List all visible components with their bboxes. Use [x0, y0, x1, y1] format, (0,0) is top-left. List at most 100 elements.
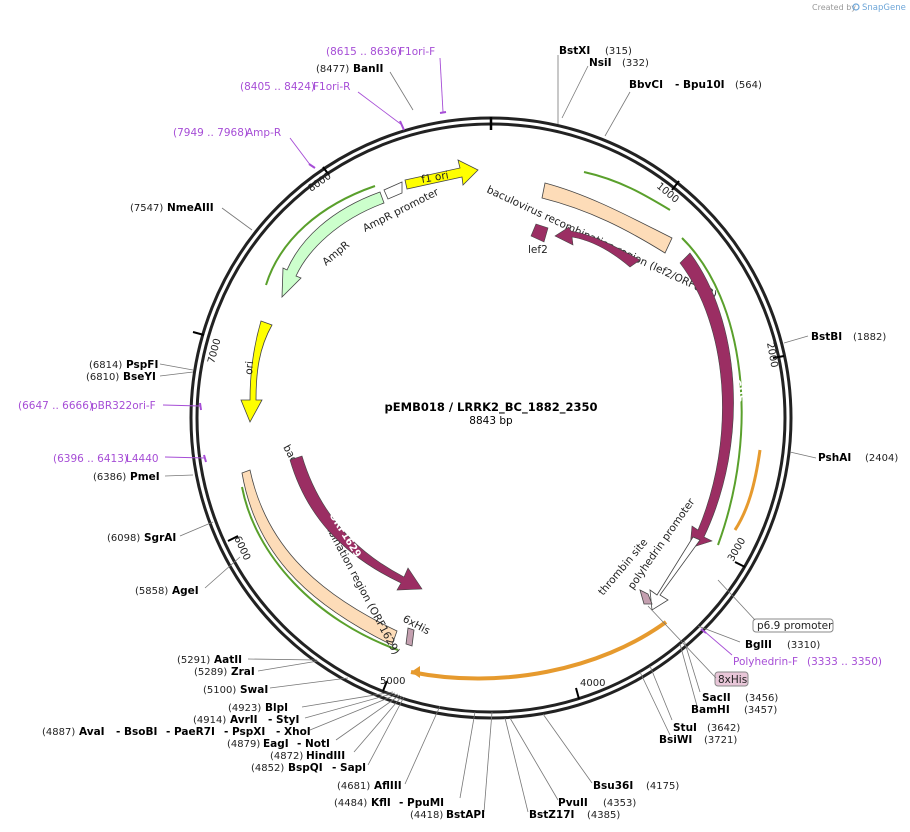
feature-ampr-promoter[interactable]	[383, 181, 403, 200]
enzyme-pos-avai: (4887)	[42, 727, 75, 738]
enzyme-pos-bglii: (3310)	[787, 640, 820, 651]
enzyme-bstz17i[interactable]: BstZ17I (4385)	[529, 809, 620, 821]
callout-8xhis-box	[714, 671, 749, 687]
enzyme-aatii[interactable]: (5291) AatII	[177, 654, 242, 666]
enzyme-agei[interactable]: (5858) AgeI	[135, 585, 199, 597]
feature-gus-line	[681, 237, 743, 546]
enzyme-avrii[interactable]: (4914) AvrII - StyI	[193, 714, 299, 726]
enzyme-nmeaiii[interactable]: (7547) NmeAIII	[130, 202, 214, 214]
enzyme-pos-nmeaiii: (7547)	[130, 203, 163, 214]
primer-range-l4440: (6396 .. 6413)	[53, 453, 128, 465]
callout-p6-9-promoter: p6.9 promoter	[757, 620, 833, 632]
enzyme-pos-sgrai: (6098)	[107, 533, 140, 544]
enzyme-bspqi[interactable]: (4852) BspQI - SapI	[251, 762, 366, 774]
enzyme-pshai[interactable]: PshAI (2404)	[818, 452, 898, 464]
enzyme-pmei[interactable]: (6386) PmeI	[93, 471, 160, 483]
enzyme-bstxi[interactable]: BstXI (315)	[559, 45, 632, 57]
enzyme-bglii[interactable]: BglII (3310)	[745, 639, 820, 651]
enzyme-sgrai[interactable]: (6098) SgrAI	[107, 532, 176, 544]
primer-polyhedrin-f[interactable]: Polyhedrin-F (3333 .. 3350)	[700, 628, 882, 668]
enzyme-name-bamhi: BamHI	[691, 704, 730, 716]
enzyme-name-kfli: KflI	[371, 797, 391, 809]
feature-bac-region-orf1629[interactable]	[241, 469, 398, 646]
primer-name-f1ori-r: F1ori-R	[313, 81, 350, 93]
enzyme-bsiwi[interactable]: BsiWI (3721)	[659, 734, 737, 746]
enzyme-swai[interactable]: (5100) SwaI	[203, 684, 268, 696]
primer-l4440[interactable]: (6396 .. 6413) L4440	[53, 453, 207, 465]
enzyme-name-bstxi: BstXI	[559, 45, 590, 57]
enzyme-name-bspqi: BspQI	[288, 762, 323, 774]
primer-range-pbr322ori-f: (6647 .. 6666)	[18, 400, 93, 412]
enzyme-zrai[interactable]: (5289) ZraI	[194, 666, 255, 678]
feature-gus[interactable]	[679, 252, 734, 549]
feature-orf603[interactable]	[554, 226, 641, 268]
enzyme-stui[interactable]: StuI (3642)	[673, 722, 740, 734]
enzyme-name-bstbi: BstBI	[811, 331, 842, 343]
primer-f1ori-f[interactable]: (8615 .. 8636) F1ori-F	[326, 46, 447, 114]
enzyme-bstapi[interactable]: (4418) BstAPI	[410, 809, 485, 821]
enzyme-pos-bstbi: (1882)	[853, 332, 886, 343]
enzyme-pos-bspqi: (4852)	[251, 763, 284, 774]
feature-label-6xhis: 6xHis	[401, 613, 432, 637]
feature-thrombin-site[interactable]	[639, 589, 653, 605]
feature-polyhedrin-promoter[interactable]	[649, 536, 701, 611]
feature-6xhis[interactable]	[405, 627, 415, 647]
enzyme-name-bsiwi: BsiWI	[659, 734, 692, 746]
tick-label-2000: 2000	[764, 342, 779, 369]
primer-name-f1ori-f: F1ori-F	[399, 46, 435, 58]
callout-p6-9-promoter-box	[752, 618, 834, 633]
feature-bac-region-lef2-line	[583, 171, 671, 211]
enzyme-avai[interactable]: (4887) AvaI - BsoBI - PaeR7I - PspXI - X…	[42, 726, 311, 738]
feature-orange-arc	[410, 620, 668, 681]
enzyme-bamhi[interactable]: BamHI (3457)	[691, 704, 777, 716]
feature-lef2[interactable]	[530, 223, 549, 243]
primer-f1ori-r[interactable]: (8405 .. 8424) F1ori-R	[240, 81, 405, 131]
primer-range-f1ori-r: (8405 .. 8424)	[240, 81, 315, 93]
enzyme-name-styi: - StyI	[268, 714, 299, 726]
enzyme-blpi[interactable]: (4923) BlpI	[228, 702, 288, 714]
tick-7000	[192, 331, 205, 336]
enzyme-bseyi[interactable]: (6810) BseYI	[86, 371, 156, 383]
enzyme-bstbi[interactable]: BstBI (1882)	[811, 331, 886, 343]
enzyme-eagi[interactable]: (4879) EagI - NotI	[227, 738, 330, 750]
primer-amp-r[interactable]: (7949 .. 7968) Amp-R	[173, 127, 316, 169]
enzyme-sacii[interactable]: SacII (3456)	[702, 692, 778, 704]
enzyme-bsu36i[interactable]: Bsu36I (4175)	[593, 780, 679, 792]
feature-f1-ori[interactable]	[404, 159, 479, 190]
enzyme-kfli[interactable]: (4484) KflI - PpuMI	[334, 797, 444, 809]
enzyme-pos-bsiwi: (3721)	[704, 735, 737, 746]
feature-label-ampr: AmpR	[320, 239, 352, 268]
feature-bac-region-lef2[interactable]	[541, 182, 673, 254]
tick-label-3000: 3000	[726, 536, 748, 564]
tick-label-6000: 6000	[231, 535, 252, 563]
enzyme-pos-swai: (5100)	[203, 685, 236, 696]
feature-ori[interactable]	[240, 320, 273, 423]
feature-orf1629[interactable]	[289, 455, 423, 591]
enzyme-banii[interactable]: (8477) BanII	[316, 63, 383, 75]
enzyme-name-avai: AvaI	[79, 726, 105, 738]
enzyme-pos-bbvci: (564)	[735, 80, 762, 91]
enzyme-pos-blpi: (4923)	[228, 703, 261, 714]
enzyme-pspfi[interactable]: (6814) PspFI	[89, 359, 158, 371]
enzyme-bbvci[interactable]: BbvCI - Bpu10I (564)	[629, 79, 762, 91]
tick-5000	[382, 680, 388, 692]
feature-label-f1-ori: f1 ori	[420, 169, 449, 186]
primer-pbr322ori-f[interactable]: (6647 .. 6666) pBR322ori-F	[18, 400, 202, 412]
tick-2000	[772, 355, 785, 359]
enzyme-pvuii[interactable]: PvuII (4353)	[558, 797, 636, 809]
enzyme-nsii[interactable]: NsiI (332)	[589, 57, 649, 69]
enzyme-pos-zrai: (5289)	[194, 667, 227, 678]
primer-name-l4440: L4440	[126, 453, 159, 465]
snapgene-logo-icon	[852, 3, 860, 11]
enzyme-afliii[interactable]: (4681) AflIII	[337, 780, 402, 792]
enzyme-name-bglii: BglII	[745, 639, 772, 651]
enzyme-hindiii[interactable]: (4872) HindIII	[270, 750, 345, 762]
enzyme-pos-bamhi: (3457)	[744, 705, 777, 716]
enzyme-pos-bseyi: (6810)	[86, 372, 119, 383]
enzyme-name-banii: BanII	[353, 63, 383, 75]
enzyme-name-sgrai: SgrAI	[144, 532, 176, 544]
enzyme-pos-aatii: (5291)	[177, 655, 210, 666]
enzyme-pos-pspfi: (6814)	[89, 360, 122, 371]
feature-ampr[interactable]	[281, 191, 385, 299]
